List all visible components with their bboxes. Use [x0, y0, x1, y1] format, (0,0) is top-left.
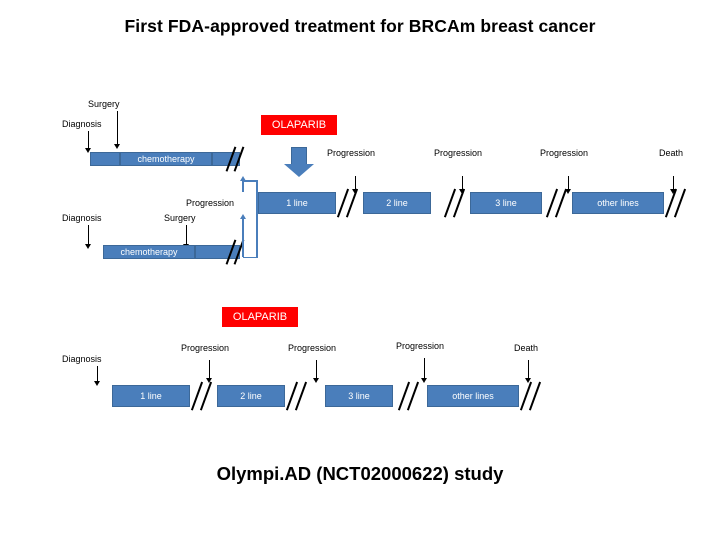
break-mark-bottom-3b [406, 381, 419, 411]
bottom-event-line-progression-1 [209, 360, 210, 380]
event-line-progression-1 [355, 176, 356, 192]
label-diagnosis-middle: Diagnosis [62, 213, 102, 223]
event-label-death: Death [659, 148, 684, 158]
bracket-top-arrow [239, 176, 246, 181]
bottom-event-line-death [528, 360, 529, 380]
bar-other-lines: other lines [572, 192, 664, 214]
bottom-bar-line-1: 1 line [112, 385, 190, 407]
bottom-bar-other-lines: other lines [427, 385, 519, 407]
event-label-progression-3: Progression [540, 148, 589, 158]
bottom-event-arrow-death [524, 378, 531, 383]
connector-diagnosis-top [88, 131, 89, 151]
bracket-bottom-arrow [239, 214, 246, 219]
label-diagnosis-bottom: Diagnosis [62, 354, 102, 364]
arrow-diagnosis-middle [84, 244, 91, 249]
break-mark-main-4b [673, 188, 686, 218]
bar-chemotherapy-middle: chemotherapy [103, 245, 195, 259]
page-title: First FDA-approved treatment for BRCAm b… [124, 16, 596, 36]
connector-diagnosis-middle [88, 225, 89, 247]
bottom-bar-line-2: 2 line [217, 385, 285, 407]
bottom-event-line-progression-3 [424, 358, 425, 380]
arrow-diagnosis-top [84, 148, 91, 153]
bracket-vertical [256, 180, 258, 258]
label-progression-middle: Progression [186, 198, 235, 208]
event-label-progression-2: Progression [434, 148, 483, 158]
label-surgery-middle: Surgery [164, 213, 196, 223]
bottom-event-arrow-progression-2 [312, 378, 319, 383]
break-mark-bottom-2b [294, 381, 307, 411]
bottom-event-label-progression-2: Progression [288, 343, 337, 353]
event-line-progression-3 [568, 176, 569, 192]
break-mark-bottom-4b [528, 381, 541, 411]
bottom-event-label-progression-3: Progression [396, 341, 445, 351]
olaparib-arrow-head [284, 164, 314, 177]
olaparib-label-top: OLAPARIB [261, 115, 337, 135]
olaparib-arrow-stem [291, 147, 307, 165]
bottom-bar-line-3: 3 line [325, 385, 393, 407]
event-line-death [673, 176, 674, 192]
arrow-surgery-top [113, 144, 120, 149]
bottom-event-arrow-progression-1 [205, 378, 212, 383]
connector-surgery-middle [186, 225, 187, 247]
bar-line-3: 3 line [470, 192, 542, 214]
bar-line-1: 1 line [258, 192, 336, 214]
olaparib-arrow-to-first-line [284, 147, 314, 178]
arrow-diagnosis-bottom [93, 381, 100, 386]
event-label-progression-1: Progression [327, 148, 376, 158]
bracket-top-riser [242, 180, 244, 192]
bracket-bottom-branch [243, 256, 257, 258]
study-footer: Olympi.AD (NCT02000622) study [216, 463, 504, 484]
event-arrow-death [669, 189, 676, 194]
bar-line-2: 2 line [363, 192, 431, 214]
label-surgery-top: Surgery [88, 99, 120, 109]
bar-pretreatment-top [90, 152, 120, 166]
bracket-bottom-riser [242, 218, 244, 257]
break-mark-main-3b [554, 188, 567, 218]
bracket-top-branch [243, 180, 257, 182]
bottom-event-arrow-progression-3 [420, 378, 427, 383]
bar-chemotherapy-top: chemotherapy [120, 152, 212, 166]
event-line-progression-2 [462, 176, 463, 192]
connector-surgery-top [117, 111, 118, 147]
bottom-event-label-progression-1: Progression [181, 343, 230, 353]
bottom-event-line-progression-2 [316, 360, 317, 380]
connector-diagnosis-bottom [97, 366, 98, 384]
event-arrow-progression-3 [564, 189, 571, 194]
olaparib-label-bottom: OLAPARIB [222, 307, 298, 327]
bottom-event-label-death: Death [514, 343, 539, 353]
label-diagnosis-top: Diagnosis [62, 119, 102, 129]
break-mark-bottom-1b [199, 381, 212, 411]
